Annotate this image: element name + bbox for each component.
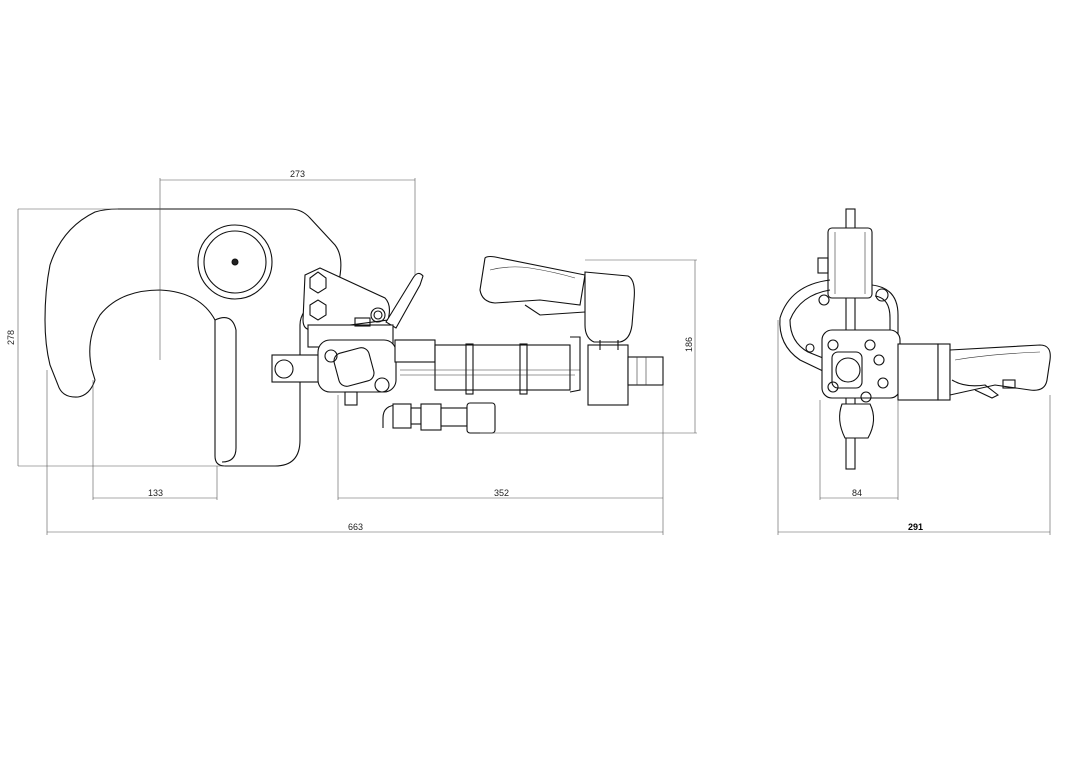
front-bolt-6 bbox=[860, 391, 872, 403]
hex-bolt-lower bbox=[309, 299, 327, 321]
lever bbox=[385, 272, 424, 329]
hose-nut-2 bbox=[420, 403, 442, 431]
cylinder-tube bbox=[434, 344, 571, 391]
hex-bolt-upper bbox=[309, 271, 327, 294]
pin-housing bbox=[271, 354, 321, 383]
front-handle bbox=[949, 344, 1051, 396]
trigger bbox=[524, 304, 586, 316]
cylinder-ring-2 bbox=[519, 343, 528, 395]
upper-block bbox=[827, 227, 873, 299]
front-bolt-5 bbox=[827, 381, 839, 393]
front-bolt-1 bbox=[827, 339, 839, 351]
jaw-body-outline bbox=[44, 208, 342, 467]
jaw-cavity bbox=[214, 317, 237, 463]
pivot-bolt bbox=[231, 258, 239, 266]
front-view: 84 291 bbox=[777, 208, 1051, 535]
pistol-grip bbox=[479, 255, 586, 306]
end-cap bbox=[587, 344, 629, 406]
hose-nut-1 bbox=[392, 403, 412, 429]
dim-278: 278 bbox=[6, 330, 16, 345]
side-dimensions bbox=[17, 178, 697, 535]
dim-133: 133 bbox=[148, 488, 163, 498]
front-trigger bbox=[951, 379, 1000, 399]
front-bolt-3 bbox=[873, 354, 885, 366]
side-view: 273 278 133 352 663 186 bbox=[6, 169, 697, 535]
front-housing bbox=[897, 343, 939, 401]
front-dimensions bbox=[777, 320, 1051, 535]
dim-186: 186 bbox=[684, 337, 694, 352]
pin-circle bbox=[274, 359, 294, 379]
cylinder-ring-1 bbox=[465, 343, 474, 395]
lower-disk bbox=[839, 403, 875, 439]
valve-bolt-2 bbox=[374, 377, 390, 393]
dim-352: 352 bbox=[494, 488, 509, 498]
grip-head bbox=[584, 271, 635, 343]
guard-arm bbox=[779, 279, 831, 373]
hose-coupler bbox=[466, 402, 496, 434]
front-bolt-2 bbox=[864, 339, 876, 351]
cylinder-collar bbox=[394, 339, 436, 363]
pivot-disk-inner bbox=[203, 230, 267, 294]
valve-bolt-1 bbox=[324, 349, 338, 363]
link-plate bbox=[302, 267, 391, 331]
dim-291: 291 bbox=[908, 522, 923, 532]
dim-663: 663 bbox=[348, 522, 363, 532]
quick-coupling bbox=[627, 356, 664, 386]
link-pin bbox=[370, 307, 386, 323]
dim-273: 273 bbox=[290, 169, 305, 179]
front-bolt-4 bbox=[877, 377, 889, 389]
dim-84: 84 bbox=[852, 488, 862, 498]
